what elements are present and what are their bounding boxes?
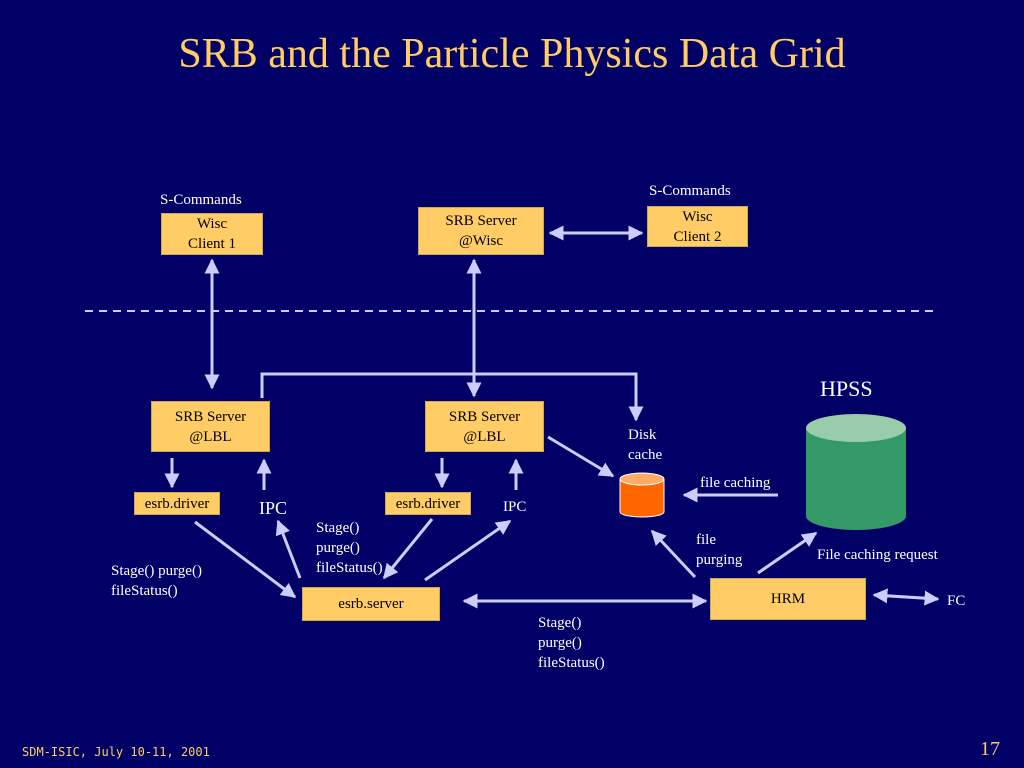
arrow-hrm-hpss	[757, 531, 818, 575]
slide-footer: SDM-ISIC, July 10-11, 2001	[22, 745, 210, 759]
arrow-lbl-right-disk	[547, 435, 615, 478]
esrb-server-box: esrb.server	[302, 587, 440, 621]
hrm-box: HRM	[710, 578, 866, 620]
label-line: fileStatus()	[538, 655, 605, 671]
page-number: 17	[980, 738, 1000, 760]
esrb-driver-right-box: esrb.driver	[385, 492, 471, 515]
wisc-client-2-box: Wisc Client 2	[647, 206, 748, 247]
label-line: Stage()	[538, 615, 582, 631]
arrow-hrm-fc	[872, 588, 940, 606]
slide-title: SRB and the Particle Physics Data Grid	[178, 31, 846, 77]
arrow-driver-right-to-server	[382, 518, 434, 580]
disk-cache-label: Disk cache	[628, 425, 662, 465]
label-line: purging	[696, 552, 743, 568]
ipc-left-label: IPC	[259, 498, 288, 518]
srb-server-lbl-right-box: SRB Server @LBL	[425, 401, 544, 452]
label-line: purge()	[316, 540, 360, 556]
bracket-lbl-disk	[260, 372, 644, 422]
box-line: SRB Server	[445, 213, 517, 229]
arrow-server-to-ipc-left	[275, 519, 302, 579]
label-line: fileStatus()	[316, 560, 383, 576]
box-line: Client 2	[673, 228, 722, 245]
label-line: cache	[628, 447, 663, 463]
stage-left-label: Stage() purge() fileStatus()	[111, 561, 202, 601]
box-line: Wisc	[196, 216, 228, 232]
disk-cache-icon	[619, 472, 665, 518]
stage-middle-label: Stage() purge() fileStatus()	[316, 518, 383, 578]
ipc-right-label: IPC	[503, 499, 527, 515]
label-line: Disk	[628, 427, 657, 443]
label-line: Stage()	[316, 520, 360, 536]
s-commands-right-label: S-Commands	[649, 183, 731, 199]
label-line: purge()	[538, 635, 582, 651]
label-line: fileStatus()	[111, 583, 178, 599]
hpss-storage-icon	[806, 414, 906, 530]
label-line: Stage() purge()	[111, 563, 202, 579]
label-line: file	[696, 532, 716, 548]
wisc-client-1-box: Wisc Client 1	[161, 213, 263, 255]
arrow-left-to-server	[194, 520, 297, 599]
stage-bottom-label: Stage() purge() fileStatus()	[538, 613, 605, 673]
file-caching-label: file caching	[700, 475, 771, 491]
arrow-server-to-ipc-right	[424, 519, 512, 582]
box-line: SRB Server	[174, 408, 247, 425]
s-commands-left-label: S-Commands	[160, 192, 242, 208]
esrb-driver-left-box: esrb.driver	[134, 492, 220, 515]
box-line: Wisc	[682, 208, 713, 225]
srb-server-wisc-box: SRB Server @Wisc	[418, 207, 544, 255]
hpss-label: HPSS	[820, 376, 873, 401]
fc-label: FC	[947, 593, 966, 609]
file-caching-request-label: File caching request	[817, 547, 938, 563]
srb-server-lbl-left-box: SRB Server @LBL	[151, 401, 270, 452]
box-line: @LBL	[189, 428, 232, 445]
box-line: Client 1	[188, 236, 236, 252]
arrow-hrm-disk	[650, 529, 697, 579]
box-line: @Wisc	[458, 233, 504, 249]
file-purging-label: file purging	[696, 530, 742, 570]
box-line: @LBL	[463, 428, 506, 445]
box-line: SRB Server	[448, 408, 521, 425]
